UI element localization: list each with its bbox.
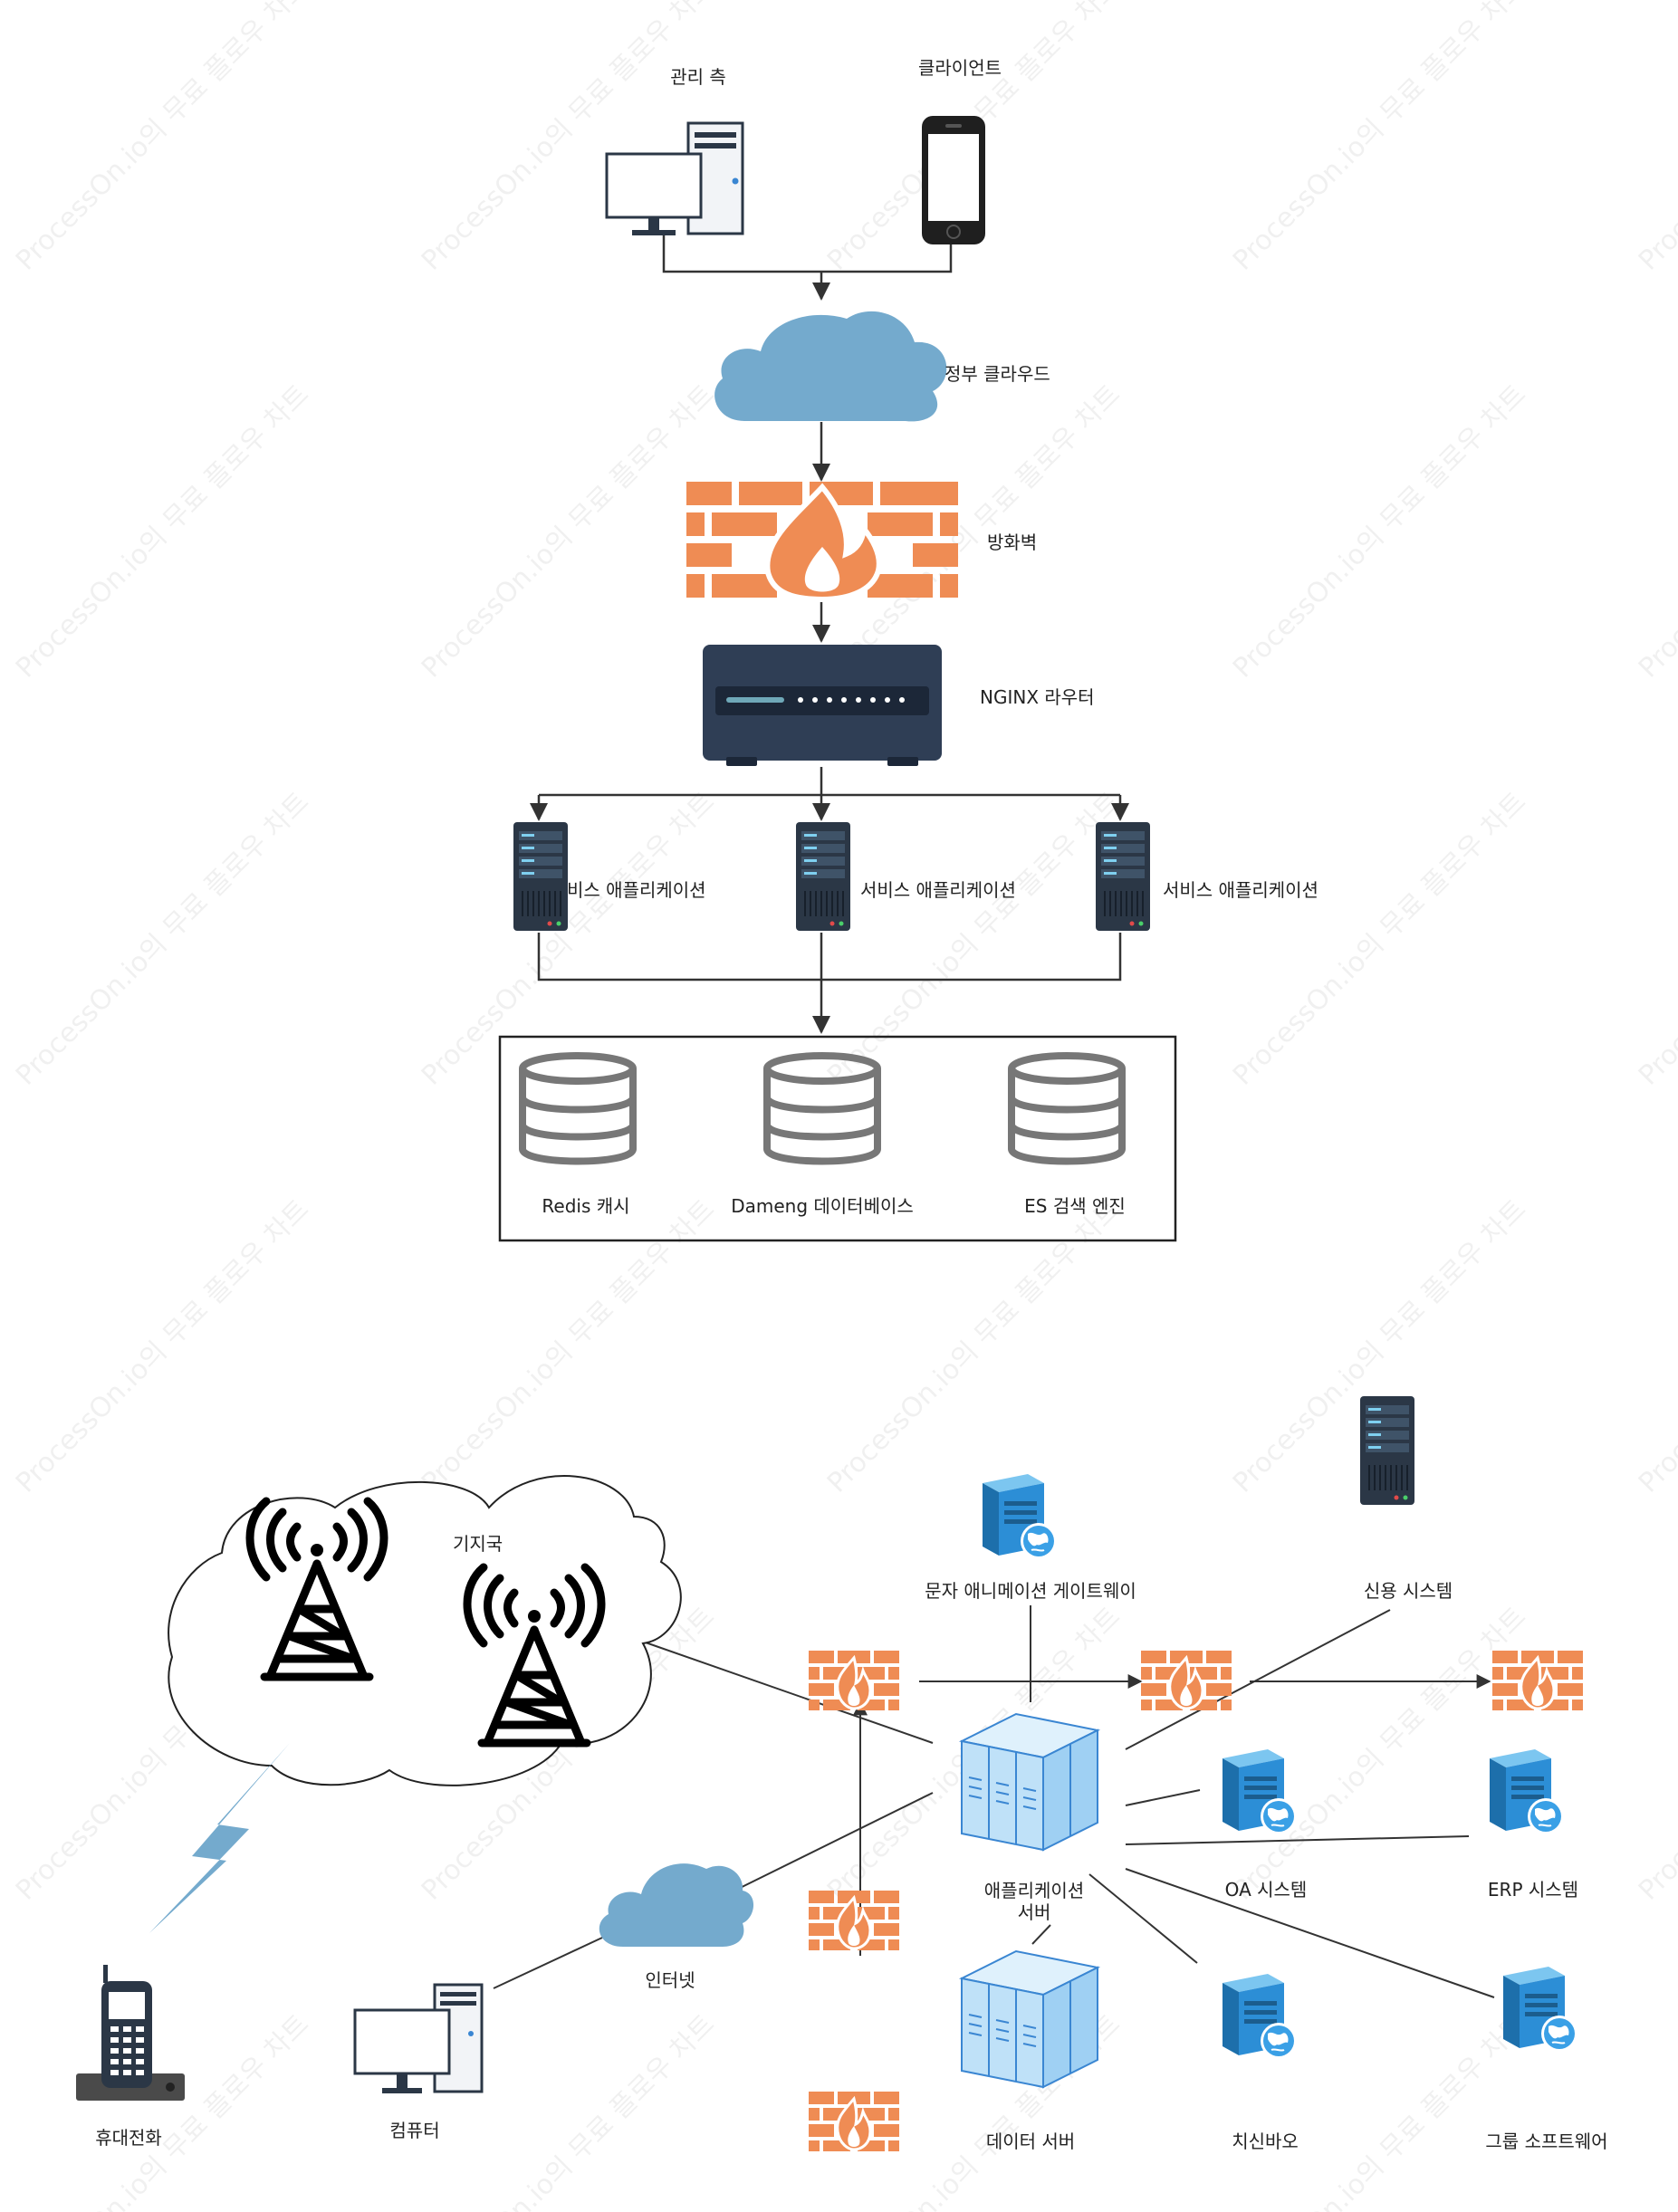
internet-label: 인터넷 [645,1969,695,1991]
zhixin-server-icon [1222,1973,1298,2060]
erp-system-server-icon [1489,1748,1565,1835]
watermark-text: ProcessOn.io의 무료 플로우 차트 [10,378,315,684]
client-label: 클라이언트 [918,57,1002,79]
database-group-box [498,1035,1177,1242]
sms-gateway-label: 문자 애니메이션 게이트웨이 [925,1580,1136,1602]
redis-db-icon [523,1056,633,1162]
data-server-label: 데이터 서버 [986,2131,1075,2152]
watermark-text: ProcessOn.io의 무료 플로우 차트 [1227,786,1532,1091]
watermark-text: ProcessOn.io의 무료 플로우 차트 [1633,1193,1678,1499]
admin-computer-icon [605,121,744,235]
mobile-label: 휴대전화 [95,2127,162,2149]
mobile-phone-icon [76,1965,185,2101]
oa-label: OA 시스템 [1225,1879,1308,1901]
redis-label: Redis 캐시 [542,1195,629,1217]
service-server-right-icon [1095,821,1151,932]
firewall-icon-right [1491,1649,1585,1712]
nginx-router-icon [703,645,942,766]
service-server-left-icon [513,821,569,932]
government-cloud-icon [714,311,947,422]
lightning-icon [149,1743,290,1933]
watermark-text: ProcessOn.io의 무료 플로우 차트 [1633,0,1678,277]
base-station-label: 기지국 [453,1533,503,1555]
watermark-text: ProcessOn.io의 무료 플로우 차트 [1633,378,1678,684]
base-station-cloud [168,1475,682,1786]
app-server-label-2: 서버 [1018,1901,1051,1923]
es-db-icon [1012,1056,1122,1162]
computer-label: 컴퓨터 [389,2120,439,2141]
watermark-text: ProcessOn.io의 무료 플로우 차트 [416,378,721,684]
watermark-text: ProcessOn.io의 무료 플로우 차트 [821,786,1127,1091]
app-server-label-1: 애플리케이션 [984,1880,1084,1901]
oa-system-server-icon [1222,1748,1298,1835]
watermark-text: ProcessOn.io의 무료 플로우 차트 [1633,786,1678,1091]
cloud-label: 정부 클라우드 [944,363,1050,385]
admin-label: 관리 측 [670,66,726,88]
watermark-text: ProcessOn.io의 무료 플로우 차트 [10,786,315,1091]
firewall-icon-bottom [807,2090,901,2153]
credit-system-server-icon [1359,1395,1415,1506]
top-diagram: 관리 측 클라이언트 정부 클라우드 방화벽 [498,57,1318,1242]
firewall-label: 방화벽 [987,531,1037,553]
router-label: NGINX 라우터 [980,686,1095,708]
watermark-text: ProcessOn.io의 무료 플로우 차트 [1227,378,1532,684]
dameng-label: Dameng 데이터베이스 [731,1195,914,1217]
watermark-text: ProcessOn.io의 무료 플로우 차트 [1633,1601,1678,1906]
client-phone-icon [922,116,985,244]
watermark-text: ProcessOn.io의 무료 플로우 차트 [416,786,721,1091]
group-software-label: 그룹 소프트웨어 [1485,2131,1607,2152]
watermark-text: ProcessOn.io의 무료 플로우 차트 [1633,2008,1678,2212]
data-server-icon [961,1950,1098,2088]
firewall-icon-lower [807,1889,901,1952]
watermark-text: ProcessOn.io의 무료 플로우 차트 [1227,0,1532,277]
es-label: ES 검색 엔진 [1024,1195,1126,1217]
firewall-icon-main [807,1649,901,1712]
firewall-icon [686,482,958,603]
watermark-text: ProcessOn.io의 무료 플로우 차트 [10,2008,315,2212]
application-server-icon [961,1713,1098,1851]
erp-label: ERP 시스템 [1488,1879,1578,1901]
credit-system-label: 신용 시스템 [1364,1580,1453,1602]
internet-cloud-icon [599,1863,754,1947]
service-server-middle-icon [795,821,851,932]
sms-gateway-server-icon [982,1473,1058,1560]
service-right-label: 서비스 애플리케이션 [1163,879,1318,901]
group-software-server-icon [1502,1966,1578,2053]
service-left-label: 비스 애플리케이션 [567,879,706,901]
watermark-text: ProcessOn.io의 무료 플로우 차트 [10,1193,315,1499]
service-middle-label: 서비스 애플리케이션 [860,879,1016,901]
watermark-text: ProcessOn.io의 무료 플로우 차트 [10,0,315,277]
zhixin-label: 치신바오 [1232,2131,1299,2152]
bottom-diagram: 기지국 휴대전화 컴퓨터 인터넷 [76,1395,1608,2153]
computer-icon [353,1983,484,2095]
